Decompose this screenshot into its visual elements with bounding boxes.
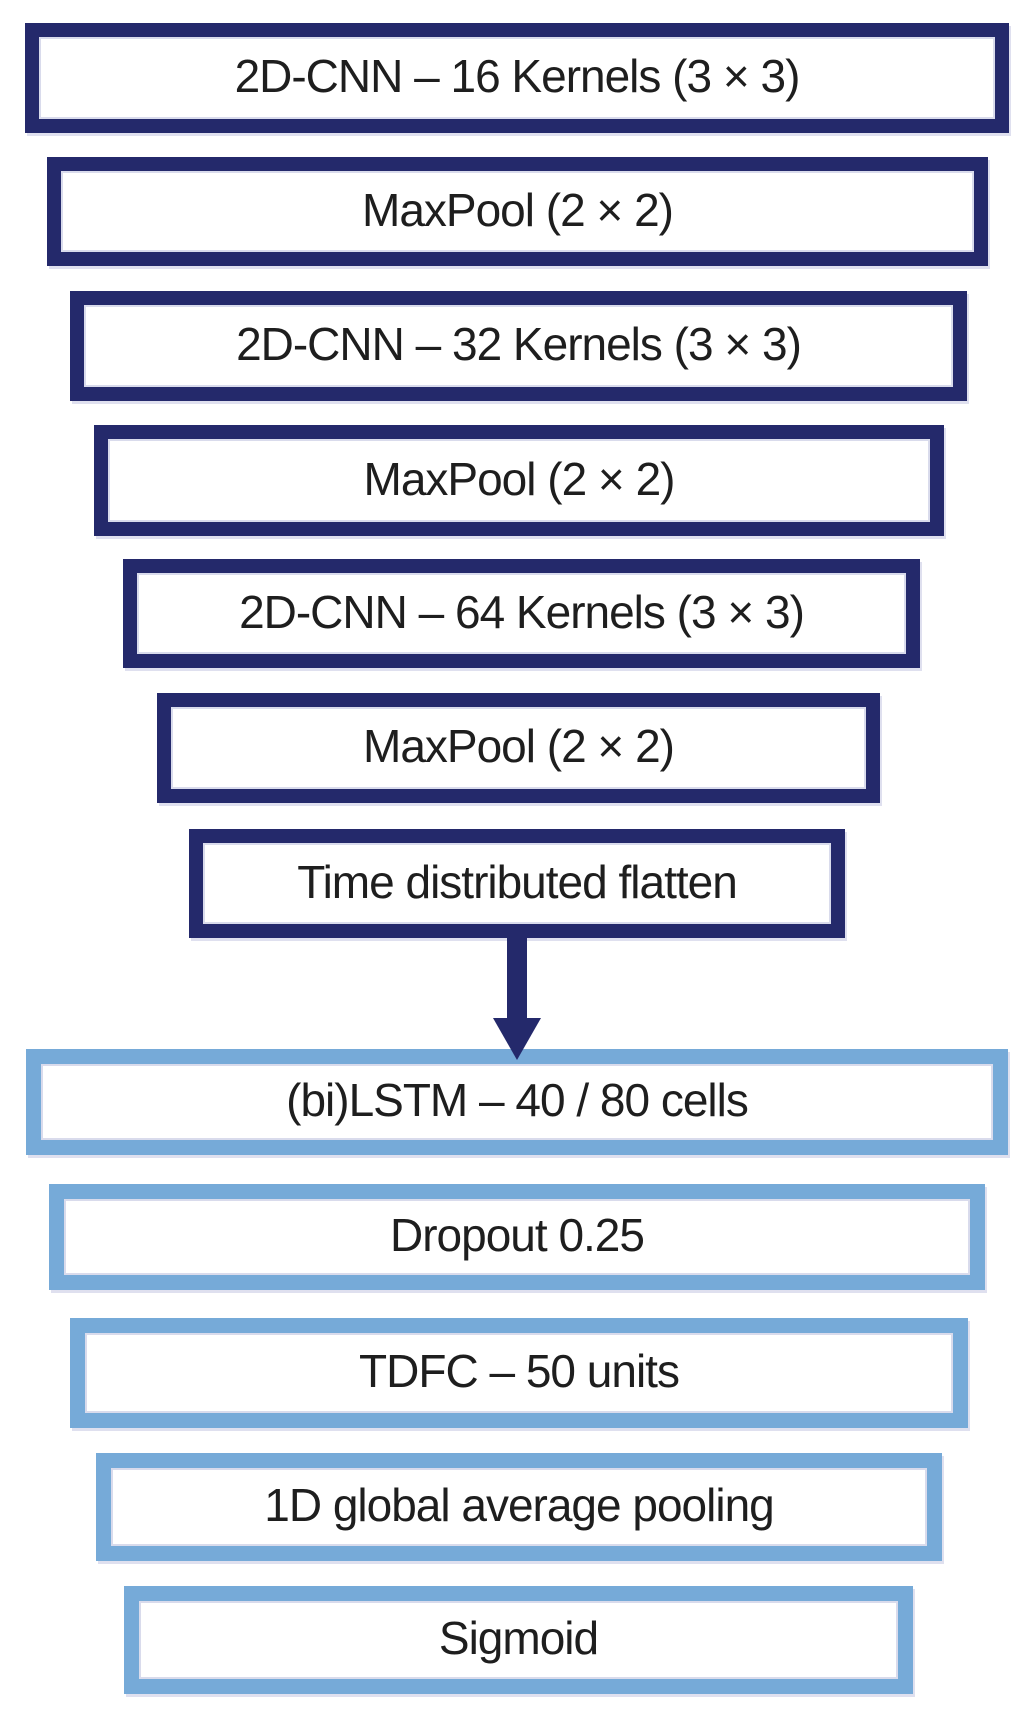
layer-label: Time distributed flatten — [297, 855, 738, 908]
layer-box-time-distributed-flatten: Time distributed flatten — [189, 829, 845, 938]
layer-label: MaxPool (2 × 2) — [362, 183, 674, 236]
layer-label: 1D global average pooling — [264, 1479, 775, 1531]
layer-box-1d-global-average-pooling: 1D global average pooling — [96, 1453, 942, 1561]
layer-label: TDFC – 50 units — [359, 1345, 680, 1397]
layer-box-2d-cnn-64-kernels: 2D-CNN – 64 Kernels (3 × 3) — [123, 559, 920, 668]
layer-box-maxpool-3: MaxPool (2 × 2) — [157, 693, 880, 803]
layer-box-maxpool-2: MaxPool (2 × 2) — [94, 425, 944, 536]
layer-box-bilstm-cells: (bi)LSTM – 40 / 80 cells — [26, 1049, 1008, 1155]
layer-label: Sigmoid — [438, 1612, 599, 1664]
layer-label: (bi)LSTM – 40 / 80 cells — [286, 1074, 749, 1126]
layer-box-2d-cnn-32-kernels: 2D-CNN – 32 Kernels (3 × 3) — [70, 291, 967, 401]
down-arrow-icon — [507, 936, 527, 1020]
layer-box-maxpool-1: MaxPool (2 × 2) — [47, 157, 988, 266]
layer-label: Dropout 0.25 — [390, 1209, 645, 1261]
layer-label: MaxPool (2 × 2) — [363, 720, 675, 772]
layer-label: 2D-CNN – 16 Kernels (3 × 3) — [234, 50, 801, 102]
layer-box-2d-cnn-16-kernels: 2D-CNN – 16 Kernels (3 × 3) — [25, 23, 1009, 133]
layer-box-sigmoid: Sigmoid — [124, 1586, 913, 1694]
layer-box-tdfc-units: TDFC – 50 units — [70, 1318, 968, 1428]
layer-label: MaxPool (2 × 2) — [363, 452, 676, 505]
layer-box-dropout: Dropout 0.25 — [49, 1184, 985, 1290]
layer-label: 2D-CNN – 32 Kernels (3 × 3) — [236, 318, 802, 370]
layer-label: 2D-CNN – 64 Kernels (3 × 3) — [239, 585, 805, 638]
down-arrow-head-icon — [493, 1018, 541, 1060]
